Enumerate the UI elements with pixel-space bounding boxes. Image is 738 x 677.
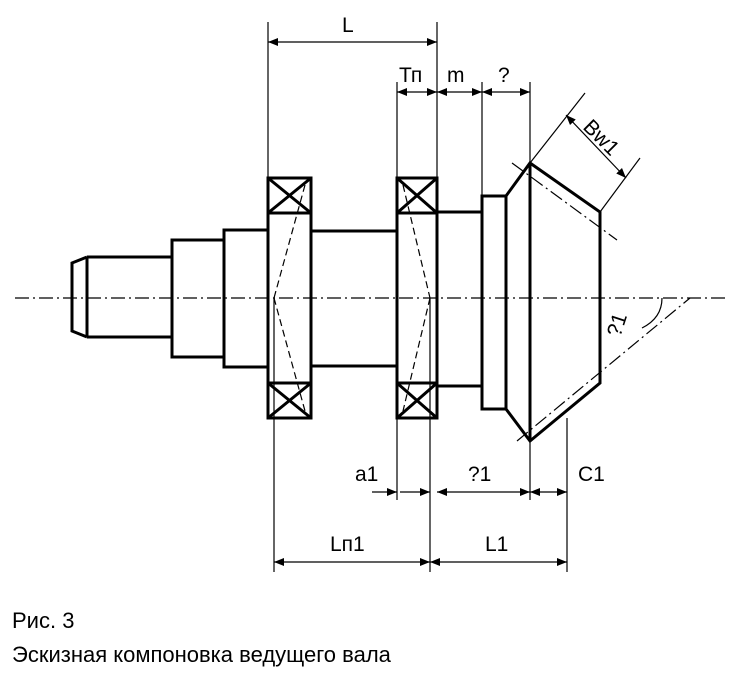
figure-caption: Эскизная компоновка ведущего вала bbox=[12, 642, 391, 667]
extension-lines bbox=[267, 22, 641, 572]
shaft-body bbox=[70, 210, 484, 388]
label-angle: ?1 bbox=[603, 310, 632, 339]
pitch-cone-line-top bbox=[511, 162, 618, 241]
dim-Bw1 bbox=[565, 114, 627, 179]
label-q1: ?1 bbox=[468, 463, 491, 486]
dimension-lines bbox=[268, 38, 663, 566]
shaft-end-step bbox=[70, 255, 174, 339]
gear-hub bbox=[480, 194, 508, 411]
bevel-gear bbox=[480, 160, 691, 444]
gear-body bbox=[504, 160, 602, 444]
shaft-right-section bbox=[435, 210, 484, 388]
label-a1: a1 bbox=[355, 463, 378, 486]
label-L: L bbox=[342, 14, 354, 37]
shaft-layout-drawing: L Тп m ? Bw1 ?1 a1 ?1 C1 Lп1 L1 bbox=[15, 14, 725, 572]
label-Lp1: Lп1 bbox=[330, 533, 365, 556]
label-Tp: Тп bbox=[399, 64, 422, 87]
label-L1: L1 bbox=[485, 533, 508, 556]
pitch-cone-line-bottom bbox=[516, 297, 691, 442]
figure-number: Рис. 3 bbox=[12, 608, 75, 633]
left-bearing bbox=[266, 176, 313, 420]
right-bearing bbox=[395, 176, 439, 420]
label-Bw1: Bw1 bbox=[578, 115, 623, 160]
label-C1: C1 bbox=[578, 463, 605, 486]
label-q: ? bbox=[498, 64, 510, 87]
label-m: m bbox=[447, 64, 465, 87]
dim-angle-arc bbox=[641, 297, 663, 329]
